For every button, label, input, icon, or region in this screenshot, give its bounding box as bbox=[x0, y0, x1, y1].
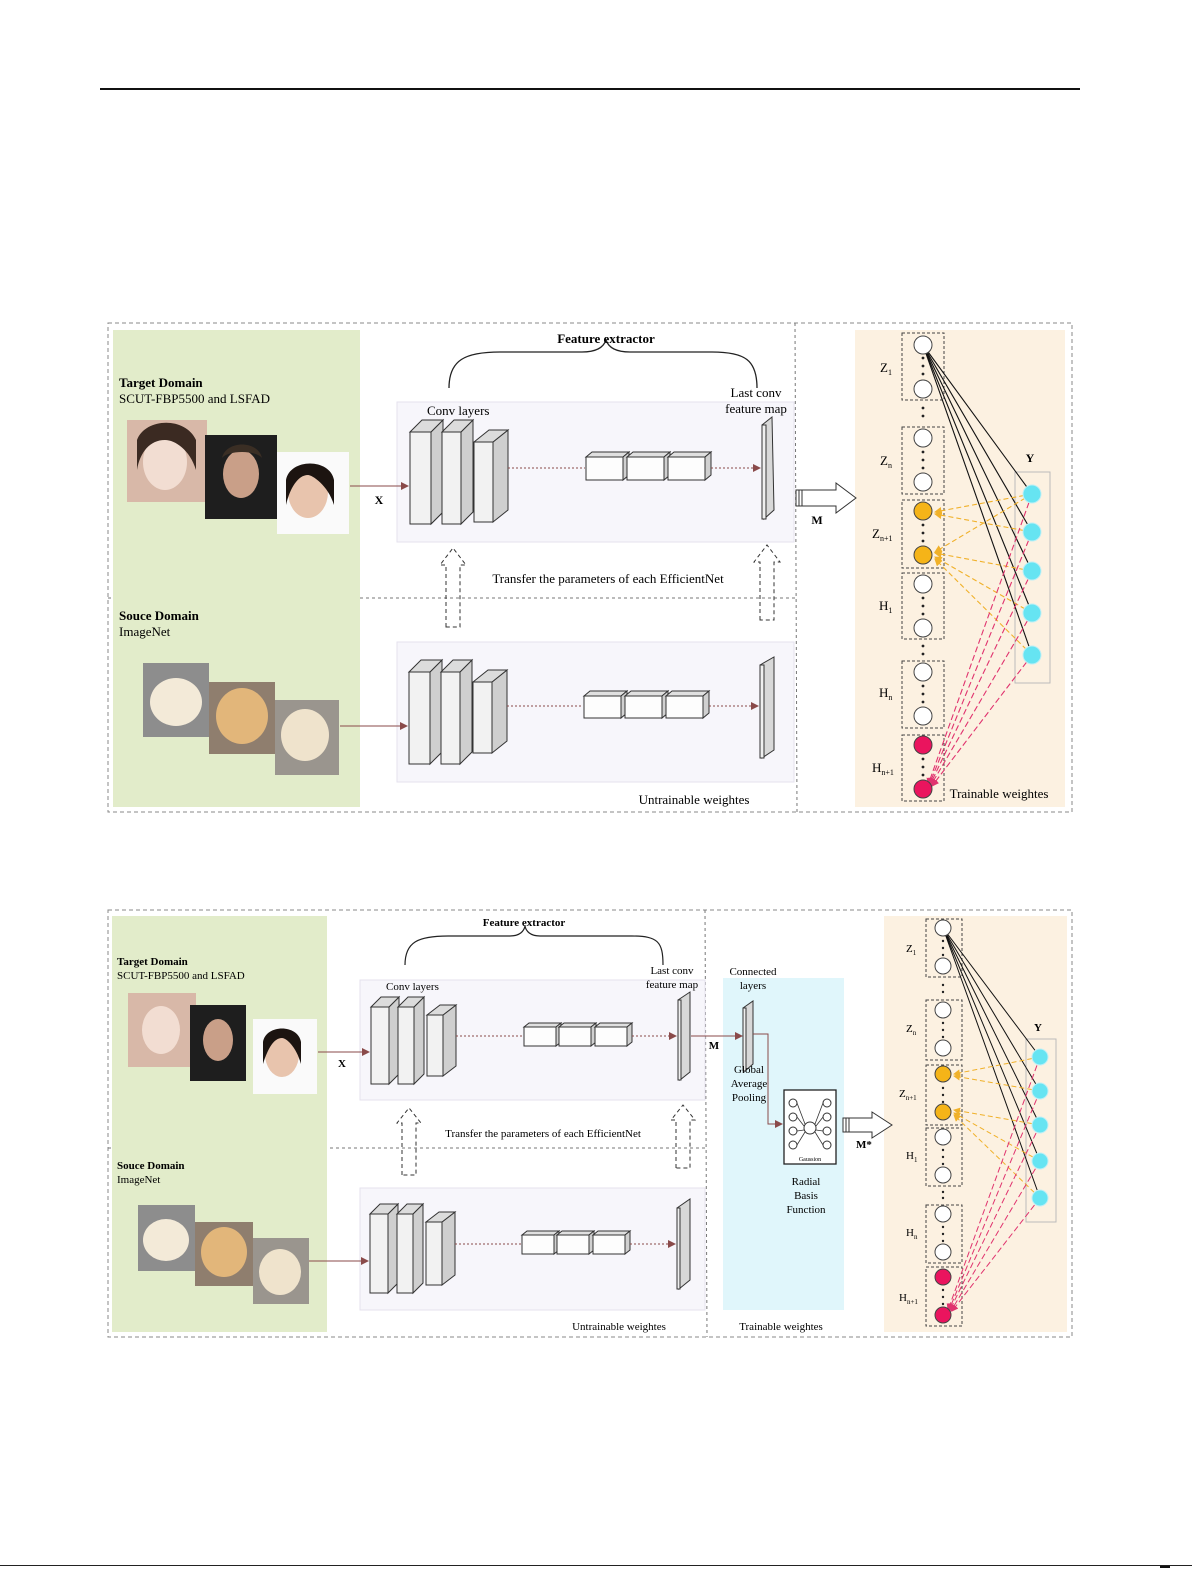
h-n1-connections-2 bbox=[946, 1056, 1041, 1312]
feature-extractor-label: Feature extractor bbox=[557, 331, 655, 346]
source-conv-blocks-2 bbox=[368, 1198, 691, 1295]
conv-layers-label: Conv layers bbox=[427, 403, 489, 418]
mstar-label: M* bbox=[856, 1139, 872, 1151]
feature-extractor-brace bbox=[448, 337, 758, 389]
hn1-label: Hn+1 bbox=[872, 760, 894, 777]
mstar-arrow bbox=[842, 1111, 893, 1139]
connected-layers-label-1: Connected bbox=[729, 966, 777, 978]
y-nodes bbox=[1022, 484, 1042, 665]
trainable-label: Trainable weightes bbox=[950, 786, 1049, 801]
y-output-box-2 bbox=[1025, 1038, 1057, 1223]
z-nodes bbox=[913, 335, 933, 492]
h1-label: H1 bbox=[879, 598, 892, 615]
rbf-label-3: Function bbox=[786, 1204, 826, 1216]
node-boxes bbox=[901, 332, 945, 802]
target-domain-title: Target Domain bbox=[119, 375, 203, 390]
last-conv-label-2b: feature map bbox=[646, 979, 699, 991]
trainable-label-2: Trainable weightes bbox=[739, 1321, 823, 1333]
zn1-label-2: Zn+1 bbox=[899, 1088, 917, 1102]
figure-1-frame bbox=[107, 322, 1073, 813]
last-conv-label-2a: Last conv bbox=[650, 965, 694, 977]
y-output-box bbox=[1014, 471, 1051, 684]
y-label: Y bbox=[1026, 451, 1035, 465]
hn-label: Hn bbox=[879, 685, 892, 702]
z1-connections bbox=[922, 344, 1033, 656]
target-face-images-2 bbox=[128, 993, 317, 1094]
z-n1-connections bbox=[933, 493, 1033, 656]
target-domain-datasets: SCUT-FBP5500 and LSFAD bbox=[119, 391, 270, 406]
h-n1-nodes-2 bbox=[934, 1268, 952, 1324]
transfer-arrow-right-2 bbox=[669, 1104, 697, 1169]
connected-layer-block bbox=[742, 1000, 754, 1073]
transfer-arrow-left-2 bbox=[395, 1107, 423, 1176]
page-mark bbox=[1160, 1566, 1170, 1568]
zn-label-2: Zn bbox=[906, 1023, 917, 1037]
feature-extractor-brace-2 bbox=[404, 925, 664, 966]
m-label: M bbox=[811, 513, 822, 527]
zn-label: Zn bbox=[880, 453, 892, 470]
z1-label-2: Z1 bbox=[906, 943, 917, 957]
gaussian-label: Gaussion bbox=[799, 1157, 821, 1163]
zn1-label: Zn+1 bbox=[872, 526, 892, 543]
feature-extractor-label-2: Feature extractor bbox=[483, 917, 566, 929]
source-domain-title: Souce Domain bbox=[119, 608, 200, 623]
transfer-arrow-left bbox=[438, 547, 468, 628]
source-dog-images-2 bbox=[138, 1205, 309, 1304]
x-label-2: X bbox=[338, 1058, 346, 1070]
x-label: X bbox=[375, 493, 384, 507]
target-face-images bbox=[127, 420, 349, 534]
target-conv-blocks bbox=[408, 415, 775, 526]
z-n1-connections-2 bbox=[953, 1056, 1041, 1199]
hn1-label-2: Hn+1 bbox=[899, 1292, 918, 1306]
node-dots-2 bbox=[941, 939, 945, 1306]
source-domain-dataset: ImageNet bbox=[119, 624, 171, 639]
footer-rule bbox=[0, 1565, 1192, 1566]
h-nodes-2 bbox=[934, 1128, 952, 1261]
connected-layers-label-2: layers bbox=[740, 980, 766, 992]
gap-label-1: Global bbox=[734, 1064, 764, 1076]
gap-label-3: Pooling bbox=[732, 1092, 767, 1104]
z-n1-nodes bbox=[913, 501, 933, 565]
last-conv-label-1: Last conv bbox=[731, 385, 782, 400]
z1-label: Z1 bbox=[880, 360, 892, 377]
conv-layers-label-2: Conv layers bbox=[386, 981, 439, 993]
source-domain-dataset-2: ImageNet bbox=[117, 1174, 160, 1186]
z-nodes-2 bbox=[934, 919, 952, 1057]
rbf-label-1: Radial bbox=[792, 1176, 821, 1188]
h-nodes bbox=[913, 574, 933, 726]
transfer-text-2: Transfer the parameters of each Efficien… bbox=[445, 1128, 641, 1140]
rbf-network-box: Gaussion bbox=[783, 1089, 837, 1165]
transfer-arrow-right bbox=[752, 544, 782, 621]
source-domain-title-2: Souce Domain bbox=[117, 1160, 185, 1172]
figure-2-frame bbox=[107, 909, 1073, 1338]
h-n1-connections bbox=[926, 493, 1033, 787]
y-nodes-2 bbox=[1031, 1048, 1049, 1207]
last-conv-label-2: feature map bbox=[725, 401, 787, 416]
rbf-label-2: Basis bbox=[794, 1190, 818, 1202]
h1-label-2: H1 bbox=[906, 1150, 918, 1164]
z-n1-nodes-2 bbox=[934, 1065, 952, 1121]
node-dots bbox=[921, 356, 925, 777]
source-conv-blocks bbox=[407, 656, 775, 766]
untrainable-label-2: Untrainable weightes bbox=[572, 1321, 666, 1333]
h-n1-nodes bbox=[913, 735, 933, 799]
transfer-text: Transfer the parameters of each Efficien… bbox=[492, 571, 724, 586]
target-domain-datasets-2: SCUT-FBP5500 and LSFAD bbox=[117, 970, 245, 982]
header-rule bbox=[100, 88, 1080, 90]
target-domain-title-2: Target Domain bbox=[117, 956, 188, 968]
m-arrow bbox=[795, 482, 857, 514]
gap-label-2: Average bbox=[731, 1078, 768, 1090]
hn-label-2: Hn bbox=[906, 1227, 918, 1241]
y-label-2: Y bbox=[1034, 1022, 1042, 1034]
m-label-2: M bbox=[709, 1040, 720, 1052]
target-conv-blocks-2 bbox=[369, 991, 691, 1086]
node-boxes-2 bbox=[925, 918, 963, 1327]
source-dog-images bbox=[143, 663, 339, 775]
untrainable-label: Untrainable weightes bbox=[639, 792, 750, 807]
